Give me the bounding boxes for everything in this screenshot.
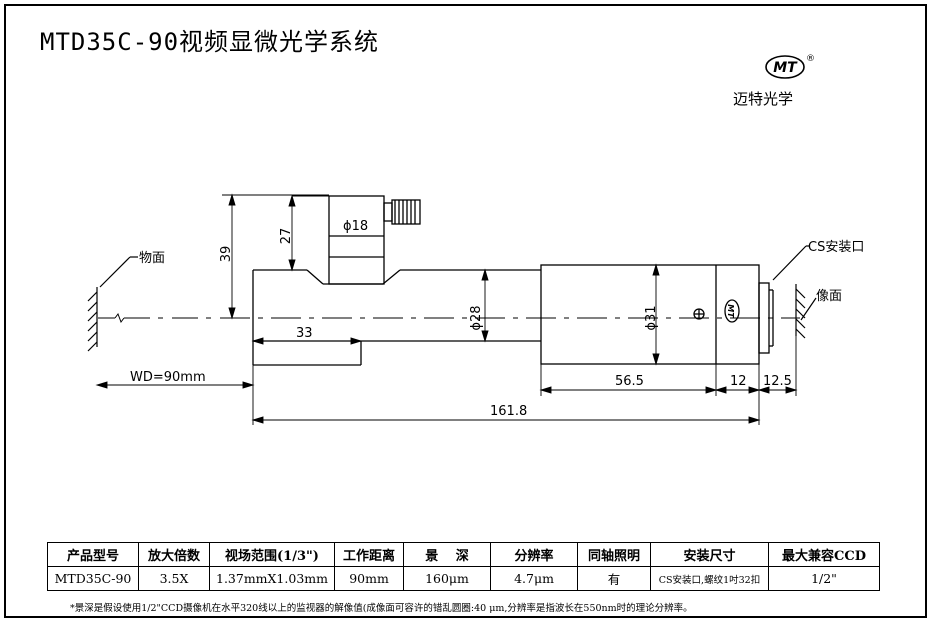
page-title: MTD35C-90视频显微光学系统 — [40, 28, 380, 56]
dim-33: 33 — [296, 326, 313, 341]
object-label: 物面 — [139, 251, 165, 266]
value-cell: 90mm — [334, 566, 404, 591]
brand-name: 迈特光学 — [733, 90, 794, 108]
dim-39: 39 — [219, 246, 234, 263]
spec-table: 产品型号 放大倍数 视场范围(1/3") 工作距离 景 深 分辨率 同轴照明 安… — [47, 542, 880, 591]
value-cell: 4.7μm — [490, 566, 578, 591]
dim-27: 27 — [279, 228, 294, 245]
header-cell: 产品型号 — [47, 542, 139, 567]
header-cell: 安装尺寸 — [650, 542, 769, 567]
header-cell: 分辨率 — [490, 542, 578, 567]
registered-mark: ® — [806, 54, 815, 64]
dim-12: 12 — [730, 374, 747, 389]
value-cell: 1/2" — [768, 566, 880, 591]
logo-text: MT — [773, 60, 798, 76]
object-plane — [87, 256, 138, 352]
dim-161-8: 161.8 — [490, 404, 527, 419]
dimension-lines — [95, 193, 798, 425]
value-cell: MTD35C-90 — [47, 566, 139, 591]
optical-axis — [98, 312, 800, 324]
spec-header-row: 产品型号 放大倍数 视场范围(1/3") 工作距离 景 深 分辨率 同轴照明 安… — [47, 542, 880, 567]
image-plane — [772, 245, 817, 339]
value-cell: 有 — [577, 566, 651, 591]
lens-body — [252, 195, 774, 366]
wd-label: WD=90mm — [130, 370, 206, 385]
header-cell: 工作距离 — [334, 542, 404, 567]
image-label: 像面 — [816, 289, 842, 304]
dim-d18: ϕ18 — [343, 219, 368, 234]
cs-mount-label: CS安装口 — [808, 240, 864, 255]
header-cell: 放大倍数 — [138, 542, 210, 567]
value-cell: 3.5X — [138, 566, 210, 591]
mt-logo: MT ® — [765, 54, 815, 79]
value-cell: 1.37mmX1.03mm — [209, 566, 335, 591]
header-cell: 视场范围(1/3") — [209, 542, 335, 567]
value-cell: 160μm — [403, 566, 491, 591]
dim-d31: ϕ31 — [644, 305, 659, 330]
footnote: *景深是假设使用1/2"CCD摄像机在水平320线以上的监视器的解像值(成像面可… — [70, 603, 693, 614]
value-cell: CS安装口,螺纹1吋32扣 — [650, 566, 769, 591]
outer-border — [4, 4, 927, 618]
spec-value-row: MTD35C-90 3.5X 1.37mmX1.03mm 90mm 160μm … — [47, 566, 880, 591]
dim-d28: ϕ28 — [469, 305, 484, 330]
header-cell: 最大兼容CCD — [768, 542, 880, 567]
dimension-texts: ϕ18 ϕ28 ϕ31 27 39 33 56.5 12 12.5 161.8 … — [130, 219, 792, 419]
header-cell: 同轴照明 — [577, 542, 651, 567]
dim-12-5: 12.5 — [763, 374, 792, 389]
header-cell: 景 深 — [403, 542, 491, 567]
dim-56-5: 56.5 — [615, 374, 644, 389]
body-logo: MT — [726, 304, 735, 318]
